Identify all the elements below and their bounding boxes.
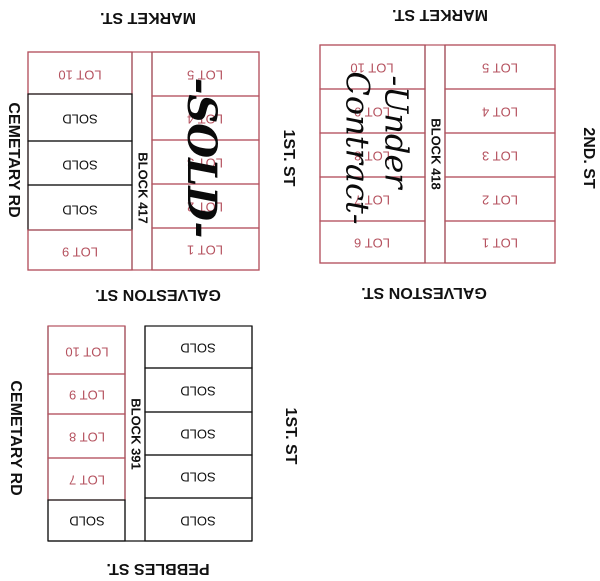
lot-cell <box>151 227 260 271</box>
lot-cell <box>144 497 253 542</box>
lot-label: SOLD <box>62 158 97 173</box>
street-label-first-top: 1ST. ST <box>280 130 297 187</box>
lot-label: LOT 1 <box>482 236 518 251</box>
lot-label: LOT 9 <box>62 245 98 260</box>
lot-label: LOT 9 <box>354 105 390 120</box>
lot-cell <box>47 499 126 542</box>
lot-label: SOLD <box>180 341 215 356</box>
block-label: BLOCK 417 <box>136 152 151 224</box>
block-418: LOT 10 LOT 9 LOT 8 LOT 7 LOT 6 LOT 5 LOT… <box>319 44 556 264</box>
lot-label: LOT 10 <box>350 61 393 76</box>
lot-label: LOT 2 <box>482 193 518 208</box>
lot-label: SOLD <box>62 203 97 218</box>
lot-label: LOT 4 <box>482 105 518 120</box>
lot-label: SOLD <box>69 514 104 529</box>
lot-label: LOT 8 <box>354 149 390 164</box>
street-label-cemetery-bottom: CEMETARY RD <box>7 380 24 495</box>
lot-label: LOT 8 <box>69 430 105 445</box>
lot-label: LOT 7 <box>354 193 390 208</box>
lot-label: LOT 2 <box>187 200 223 215</box>
lot-label: SOLD <box>180 384 215 399</box>
street-label-first-bottom: 1ST. ST <box>282 408 299 465</box>
lot-label: LOT 9 <box>69 388 105 403</box>
street-label-galveston-left: GALVESTON ST. <box>95 286 221 303</box>
lot-label: LOT 5 <box>482 61 518 76</box>
block-label: BLOCK 418 <box>429 118 444 190</box>
handwritten-sold-annotation: -SOLD- <box>178 78 225 239</box>
block-label: BLOCK 391 <box>129 398 144 470</box>
lot-label: LOT 1 <box>187 243 223 258</box>
handwritten-under-contract-line2: Contract- <box>339 71 377 224</box>
lot-label: SOLD <box>180 470 215 485</box>
lot-label: LOT 5 <box>187 68 223 83</box>
lot-cell <box>27 229 133 271</box>
lot-label: LOT 6 <box>354 236 390 251</box>
lot-label: SOLD <box>180 427 215 442</box>
lot-label: SOLD <box>180 514 215 529</box>
street-label-cemetery-top: CEMETARY RD <box>5 102 22 217</box>
handwritten-under-contract-line1: -Under <box>378 75 416 190</box>
lot-label: LOT 10 <box>58 68 101 83</box>
street-label-market-right: MARKET ST. <box>392 6 488 23</box>
lot-label: LOT 10 <box>65 345 108 360</box>
lot-cell <box>319 220 426 264</box>
lot-label: LOT 3 <box>187 156 223 171</box>
street-label-market-left: MARKET ST. <box>100 9 196 26</box>
street-label-galveston-right: GALVESTON ST. <box>361 284 487 301</box>
block-417: LOT 10 SOLD SOLD SOLD LOT 9 LOT 5 LOT 4 … <box>27 51 260 271</box>
lot-label: LOT 3 <box>482 149 518 164</box>
lot-label: LOT 7 <box>69 473 105 488</box>
block-391: LOT 10 LOT 9 LOT 8 LOT 7 SOLD SOLD SOLD … <box>47 325 253 542</box>
lot-cell <box>444 220 556 264</box>
lot-label: LOT 4 <box>187 112 223 127</box>
street-label-second: 2ND. ST <box>580 127 597 189</box>
street-label-pebbles: PEBBLES ST. <box>106 560 209 577</box>
lot-label: SOLD <box>62 112 97 127</box>
